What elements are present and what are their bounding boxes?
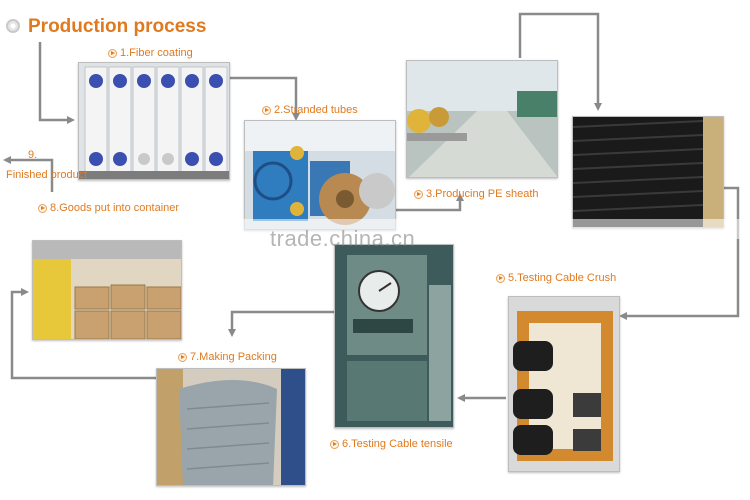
step-8-label: 8.Goods put into container [38,202,179,214]
arrow-title-to-1 [38,42,75,124]
bullet-icon [178,352,187,362]
cable-drum-packing-icon [157,369,305,485]
watermark: trade.china.cn [270,226,416,251]
arrow-6-to-7 [228,310,334,337]
bullet-icon [262,105,271,115]
photo-container [32,240,182,340]
step-6-label: 6.Testing Cable tensile [330,438,453,450]
bullet-icon [496,273,505,283]
fiber-coating-machine-icon [79,63,229,179]
photo-crush-test [508,296,620,472]
step-9-label: Finished product [6,169,88,181]
arrow-3-to-4 [518,12,602,111]
step-7-label: 7.Making Packing [178,351,277,363]
bullet-icon [414,189,423,199]
container-drums-icon [33,241,181,339]
extrusion-line-icon [407,61,557,177]
photo-pe-sheath [406,60,558,178]
step-2-label: 2.Stranded tubes [262,104,358,116]
step-9-number: 9. [28,149,38,161]
step-5-label: 5.Testing Cable Crush [496,272,616,284]
photo-stranded-tubes [244,120,396,230]
arrow-4-to-5 [619,186,740,320]
step-3-label: 3.Producing PE sheath [414,188,539,200]
tensile-test-machine-icon [335,245,453,427]
step-1-label: 1.Fiber coating [108,47,193,59]
arrow-2-to-3 [396,193,464,212]
photo-making-packing [156,368,306,486]
title-bullet-icon [6,19,20,33]
page-title: Production process [28,16,207,37]
bullet-icon [108,48,117,58]
stranding-machine-icon [245,121,395,229]
photo-tensile-test [334,244,454,428]
arrow-7-to-8 [10,288,156,380]
bullet-icon [330,439,339,449]
photo-fiber-coating [78,62,230,180]
cable-drum-icon [573,117,723,227]
arrow-8-to-9 [3,156,54,192]
watermark-band [230,219,750,239]
crush-test-machine-icon [509,297,619,471]
bullet-icon [38,203,47,213]
arrow-1-to-2 [230,76,300,121]
photo-cable-reel [572,116,724,228]
